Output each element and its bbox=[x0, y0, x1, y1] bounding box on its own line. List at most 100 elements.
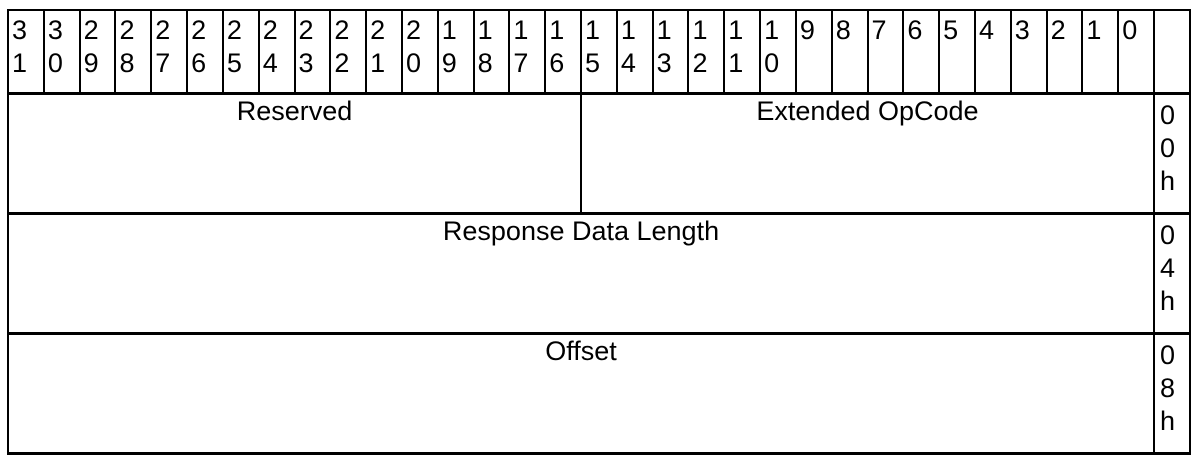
bit-number-digit: 0 bbox=[1122, 15, 1138, 45]
field-divider bbox=[580, 93, 582, 213]
bit-number-digit: 1 bbox=[585, 15, 601, 45]
bit-cell-divider bbox=[329, 9, 331, 93]
bit-number-digit: 7 bbox=[871, 15, 887, 45]
bit-number-digit: 1 bbox=[728, 15, 744, 45]
bit-number-digit: 1 bbox=[1086, 15, 1102, 45]
bit-number-digit: 0 bbox=[764, 48, 780, 78]
bit-number-digit: 2 bbox=[334, 15, 350, 45]
bit-cell-divider bbox=[616, 9, 618, 93]
bit-number-digit: 8 bbox=[119, 48, 135, 78]
bit-number-digit: 3 bbox=[656, 48, 672, 78]
bit-number-digit: 1 bbox=[692, 15, 708, 45]
bit-number-label: 8 bbox=[836, 14, 868, 47]
bit-cell-divider bbox=[186, 9, 188, 93]
bit-number-digit: 2 bbox=[262, 15, 278, 45]
bit-cell-divider bbox=[831, 9, 833, 93]
row-offset-char: 0 bbox=[1160, 133, 1176, 163]
bit-number-digit: 1 bbox=[656, 15, 672, 45]
row-offset-char: h bbox=[1160, 286, 1176, 316]
bit-cell-divider bbox=[473, 9, 475, 93]
bit-number-digit: 1 bbox=[620, 15, 636, 45]
bit-number-digit: 3 bbox=[47, 15, 63, 45]
row-offset-char: h bbox=[1160, 166, 1176, 196]
bit-number-digit: 2 bbox=[226, 15, 242, 45]
bit-number-digit: 0 bbox=[405, 48, 421, 78]
bit-cell-divider bbox=[258, 9, 260, 93]
bit-cell-divider bbox=[365, 9, 367, 93]
bit-cell-divider bbox=[150, 9, 152, 93]
bit-number-digit: 0 bbox=[47, 48, 63, 78]
bit-cell-divider bbox=[43, 9, 45, 93]
bit-cell-divider bbox=[401, 9, 403, 93]
field-label: Reserved bbox=[236, 96, 353, 126]
bit-number-digit: 5 bbox=[585, 48, 601, 78]
bit-number-digit: 1 bbox=[477, 15, 493, 45]
bit-number-digit: 3 bbox=[12, 15, 28, 45]
bit-number-digit: 8 bbox=[835, 15, 851, 45]
bit-cell-divider bbox=[938, 9, 940, 93]
bit-number-digit: 7 bbox=[513, 48, 529, 78]
bit-number-digit: 2 bbox=[298, 15, 314, 45]
bit-cell-divider bbox=[759, 9, 761, 93]
bit-number-digit: 2 bbox=[191, 15, 207, 45]
row-offset-char: 0 bbox=[1160, 100, 1176, 130]
bit-number-digit: 1 bbox=[12, 48, 28, 78]
bit-number-digit: 2 bbox=[405, 15, 421, 45]
outer-border-left bbox=[7, 9, 9, 453]
bit-cell-divider bbox=[1046, 9, 1048, 93]
bit-cell-divider bbox=[902, 9, 904, 93]
row-offset-char: 0 bbox=[1160, 220, 1176, 250]
bit-cell-divider bbox=[114, 9, 116, 93]
row-offset-char: 8 bbox=[1160, 373, 1176, 403]
bit-number-label: 1 bbox=[1086, 14, 1118, 47]
bit-number-digit: 2 bbox=[119, 15, 135, 45]
bit-cell-divider bbox=[867, 9, 869, 93]
row-offset-char: 0 bbox=[1160, 340, 1176, 370]
bit-number-digit: 2 bbox=[370, 15, 386, 45]
bit-number-digit: 1 bbox=[764, 15, 780, 45]
field-label: Extended OpCode bbox=[756, 96, 979, 126]
bit-cell-divider bbox=[544, 9, 546, 93]
bit-number-digit: 1 bbox=[549, 15, 565, 45]
row-offset-char: 4 bbox=[1160, 253, 1176, 283]
bit-number-digit: 6 bbox=[907, 15, 923, 45]
bit-cell-divider bbox=[222, 9, 224, 93]
bit-number-digit: 3 bbox=[298, 48, 314, 78]
bit-number-label: 6 bbox=[907, 14, 939, 47]
bit-number-label: 4 bbox=[979, 14, 1011, 47]
bit-cell-divider bbox=[1081, 9, 1083, 93]
bit-number-digit: 4 bbox=[978, 15, 994, 45]
field-label: Response Data Length bbox=[442, 216, 720, 246]
bit-cell-divider bbox=[723, 9, 725, 93]
bit-number-digit: 7 bbox=[155, 48, 171, 78]
field-label: Offset bbox=[545, 336, 617, 366]
bit-cell-divider bbox=[580, 9, 582, 93]
row-divider bbox=[7, 332, 1191, 335]
bit-number-digit: 8 bbox=[477, 48, 493, 78]
bit-number-digit: 2 bbox=[692, 48, 708, 78]
bit-number-label: 7 bbox=[872, 14, 904, 47]
bit-number-digit: 5 bbox=[226, 48, 242, 78]
bit-number-digit: 5 bbox=[943, 15, 959, 45]
bit-number-digit: 2 bbox=[83, 15, 99, 45]
bit-cell-divider bbox=[1010, 9, 1012, 93]
bit-cell-divider bbox=[294, 9, 296, 93]
bit-number-digit: 4 bbox=[620, 48, 636, 78]
